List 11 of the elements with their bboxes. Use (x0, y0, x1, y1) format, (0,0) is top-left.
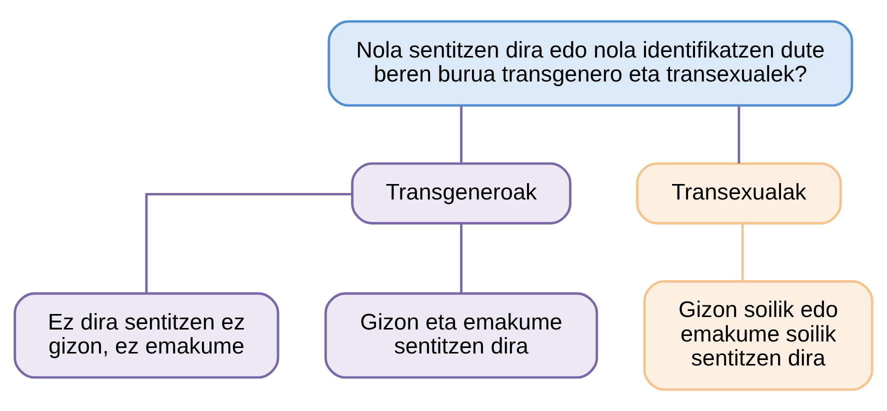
node-box: Ez dira sentitzen ez gizon, ez emakume (14, 292, 280, 379)
node-box: Transgeneroak (351, 162, 572, 224)
connector (741, 224, 744, 282)
node-box: Gizon eta emakume sentitzen dira (324, 292, 598, 379)
node-box: Transexualak (636, 162, 842, 224)
node-box: Gizon soilik edo emakume soilik sentitzen dira (643, 280, 874, 391)
connector (460, 224, 462, 293)
connector (145, 192, 352, 294)
connector (460, 106, 462, 164)
node-box: Nola sentitzen dira edo nola identifikatzen dute beren burua transgenero eta transexualek? (328, 20, 854, 107)
connector (738, 106, 740, 164)
